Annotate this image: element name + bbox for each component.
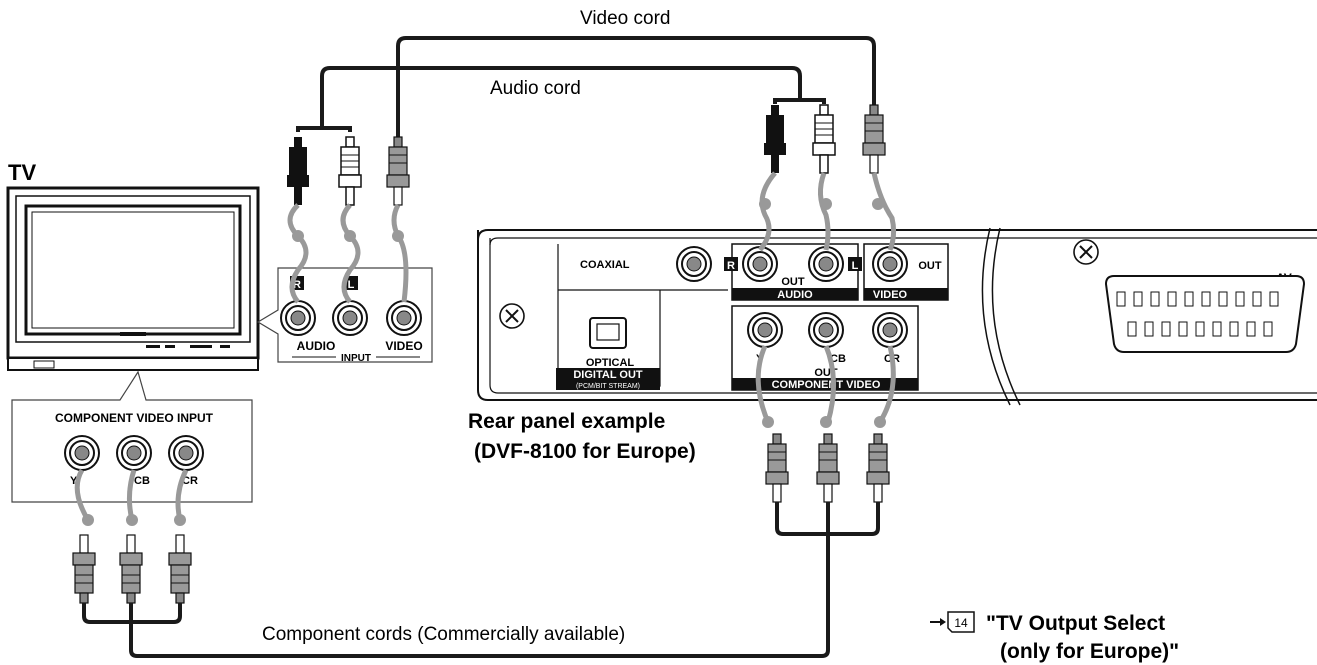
l-badge-text: L [348,279,355,291]
panel-screw-right [1073,239,1099,265]
video-plug-player [862,104,886,174]
tv-set [6,186,260,371]
player-cr-jack [872,312,908,348]
tv-cb-label: CB [134,475,150,487]
video-plug-tv [386,136,410,206]
r-badge-player: R [727,260,735,272]
player-audio-l-jack [808,246,844,282]
player-y-jack [747,312,783,348]
audio-plug-l-tv [338,136,362,206]
video-cord [396,36,876,165]
player-component-plug-cr [866,433,890,503]
audio-plug-r-player [764,105,786,173]
audio-cord [320,66,802,128]
tv-component-plug-y [72,534,96,604]
audio-cord-label: Audio cord [490,78,581,99]
player-audio-r-jack [742,246,778,282]
l-badge-player: L [852,260,859,272]
tv-audio-label: AUDIO [297,339,336,353]
tv-cr-jack [168,435,204,471]
tv-audio-l-jack [332,300,368,336]
rear-panel-caption-line2: (DVF-8100 for Europe) [474,440,696,463]
video-out-label: OUT [918,260,942,272]
rear-panel-caption-line1: Rear panel example [468,410,665,433]
book-icon [947,611,975,633]
tv-component-plug-cr [168,534,192,604]
audio-bar-label: AUDIO [777,289,813,301]
tv-video-jack [386,300,422,336]
panel-screw-left [499,303,525,329]
coaxial-label: COAXIAL [580,259,630,271]
audio-out-label: OUT [781,276,805,288]
video-bar-label: VIDEO [873,289,908,301]
tv-cr-label: CR [182,475,198,487]
component-cord-2 [129,502,830,658]
tv-component-plug-cb [119,534,143,604]
component-video-label: COMPONENT VIDEO [772,379,881,391]
optical-label: OPTICAL [586,357,635,369]
component-cord-3 [82,603,182,624]
player-component-plug-y [765,433,789,503]
ref-page-number: 14 [954,616,968,630]
scart-connector [1104,275,1306,353]
player-component-plug-cb [816,433,840,503]
tv-component-panel: COMPONENT VIDEO INPUT Y CB CR [11,370,253,503]
tv-component-title: COMPONENT VIDEO INPUT [55,411,214,425]
ref-title-line1: "TV Output Select [986,612,1165,635]
component-cords-label: Component cords (Commercially available) [262,624,625,645]
tv-input-label: INPUT [341,353,371,364]
tv-y-jack [64,435,100,471]
ref-title-line2: (only for Europe)" [1000,640,1179,663]
audio-plug-l-player [812,104,836,174]
r-badge-text: R [293,279,301,291]
player-cb-label: CB [830,353,846,365]
pcm-bitstream-label: (PCM/BIT STREAM) [576,383,640,390]
rear-panel: COAXIAL OPTICAL DIGITAL OUT (PCM/BIT STR… [477,227,1317,406]
tv-audio-r-jack [280,300,316,336]
video-cord-label: Video cord [580,8,671,29]
audio-plug-r-tv [287,137,309,205]
coaxial-jack [676,246,712,282]
digital-out-label: DIGITAL OUT [573,369,643,381]
tv-video-label: VIDEO [385,339,422,353]
tv-cb-jack [116,435,152,471]
page-reference: 14 "TV Output Select (only for Europe)" [930,611,1179,663]
tv-y-label: Y [70,475,78,487]
tv-label: TV [8,160,36,185]
player-video-jack [872,246,908,282]
tv-input-panel: R L AUDIO VIDEO INPUT [256,267,433,364]
player-cb-jack [808,312,844,348]
